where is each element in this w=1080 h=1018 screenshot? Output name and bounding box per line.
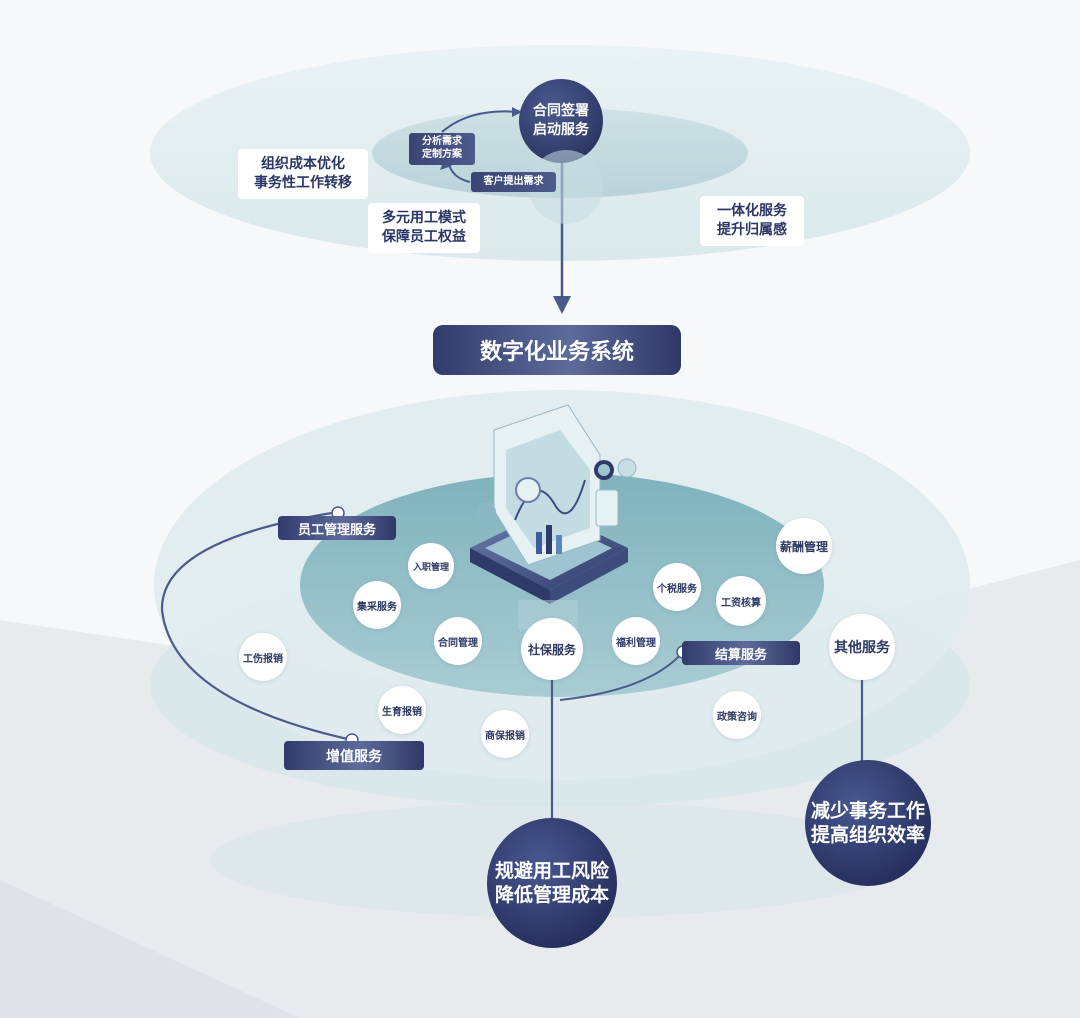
risk-cost-line1: 规避用工风险	[494, 860, 609, 882]
settlement-label: 结算服务	[682, 641, 800, 665]
employee-management-label: 员工管理服务	[278, 516, 396, 540]
contract-start-circle: 合同签署 启动服务	[519, 79, 603, 163]
risk-cost-line2: 降低管理成本	[494, 884, 609, 906]
efficiency-line2: 提高组织效率	[810, 824, 925, 846]
value-added-label: 增值服务	[284, 741, 424, 770]
floor-shade	[0, 880, 300, 1018]
cost-optimization-line1: 组织成本优化	[261, 156, 345, 172]
analyze-needs-tag: 分析需求 定制方案	[409, 133, 475, 165]
cost-optimization-line2: 事务性工作转移	[254, 175, 352, 191]
commercial-insurance-circle: 商保报销	[481, 710, 529, 758]
efficiency-outcome-circle: 减少事务工作 提高组织效率	[805, 760, 931, 886]
other-services-circle: 其他服务	[829, 614, 895, 680]
client-request-tag: 客户提出需求	[471, 172, 556, 192]
salary-management-circle: 薪酬管理	[776, 518, 832, 574]
social-security-circle: 社保服务	[521, 618, 583, 680]
payroll-check-circle: 工资核算	[716, 576, 766, 626]
integrated-service-line2: 提升归属感	[717, 222, 787, 238]
procurement-circle: 集采服务	[353, 581, 401, 629]
analyze-needs-line1: 分析需求	[422, 136, 462, 147]
flexible-employment-tag: 多元用工模式 保障员工权益	[368, 203, 480, 253]
risk-cost-outcome-circle: 规避用工风险 降低管理成本	[487, 818, 617, 948]
efficiency-line1: 减少事务工作	[810, 800, 925, 822]
system-title-banner: 数字化业务系统	[433, 325, 681, 375]
connector-arrowhead	[553, 296, 571, 314]
analyze-needs-line2: 定制方案	[422, 149, 462, 160]
cycle-arrow-top	[441, 110, 519, 133]
onboarding-circle: 入职管理	[408, 543, 454, 589]
flexible-employment-line1: 多元用工模式	[382, 210, 466, 226]
policy-consulting-circle: 政策咨询	[713, 691, 761, 739]
cost-optimization-tag: 组织成本优化 事务性工作转移	[238, 149, 368, 199]
contract-start-line1: 合同签署	[533, 103, 589, 119]
tax-service-circle: 个税服务	[653, 563, 701, 611]
integrated-service-line1: 一体化服务	[717, 203, 787, 219]
flexible-employment-line2: 保障员工权益	[382, 229, 466, 245]
contract-start-line2: 启动服务	[533, 122, 589, 138]
dashboard-illustration	[470, 404, 637, 630]
cycle-arrowhead-top	[512, 107, 522, 117]
orbit-arc-right	[559, 651, 684, 701]
contract-management-circle: 合同管理	[434, 617, 482, 665]
maternity-reimbursement-circle: 生育报销	[378, 686, 426, 734]
welfare-management-circle: 福利管理	[612, 617, 660, 665]
injury-reimbursement-circle: 工伤报销	[239, 633, 287, 681]
integrated-service-tag: 一体化服务 提升归属感	[700, 196, 804, 246]
orbit-arc-left	[160, 510, 353, 742]
